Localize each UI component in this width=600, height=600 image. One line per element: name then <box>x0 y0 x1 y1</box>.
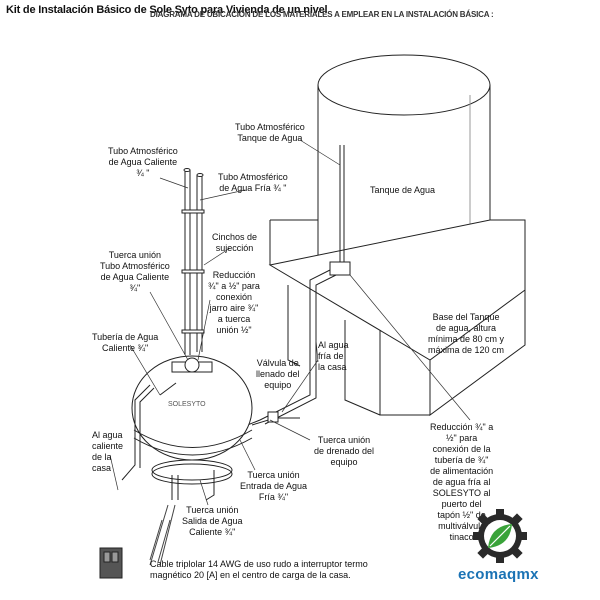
brand-name: ecomaqmx <box>458 566 539 583</box>
label-tanque: Tanque de Agua <box>370 185 436 195</box>
water-tank <box>317 54 491 273</box>
label-al-agua-caliente: Al agua caliente de la casa <box>92 430 124 473</box>
tank-base <box>268 219 526 416</box>
hot-water-pipe <box>121 384 155 481</box>
label-tuerca-tubo: Tuerca unión Tubo Atmosférico de Agua Ca… <box>100 250 170 293</box>
label-tubo-caliente: Tubo Atmosférico de Agua Caliente ¾ " <box>108 146 178 178</box>
label-tuberia-caliente: Tubería de Agua Caliente ¾" <box>92 332 159 353</box>
label-al-agua-fria: Al agua fría de la casa <box>318 340 349 372</box>
heater-tank <box>131 355 253 485</box>
label-tuerca-entrada: Tuerca unión Entrada de Agua Fría ¾" <box>240 470 308 502</box>
label-cable: Cable triplolar 14 AWG de uso rudo a int… <box>150 559 368 580</box>
label-reduccion-alimentacion: Reducción ¾" a ½" para conexión de la tu… <box>430 422 494 542</box>
heater-logo: SOLESYTO <box>168 401 206 408</box>
label-valvula: Válvula de llenado del equipo <box>256 358 300 390</box>
leader-lines <box>109 139 471 506</box>
label-tuerca-drenado: Tuerca unión de drenado del equipo <box>314 435 375 467</box>
cold-supply-pipe <box>244 269 331 427</box>
ecomaqmx-logo-icon <box>473 509 527 563</box>
page-title: Kit de Instalación Básico de Sole Syto p… <box>6 4 328 16</box>
label-cinchos: Cinchos de sujección <box>212 232 258 253</box>
label-tuerca-salida: Tuerca unión Salida de Agua Caliente ¾" <box>182 505 243 537</box>
breaker-box <box>99 547 123 579</box>
label-reduccion-jarro: Reducción ¾" a ½" para conexión jarro ai… <box>208 270 260 335</box>
tank-vent-pipe <box>339 145 345 262</box>
vent-pipes <box>181 168 205 355</box>
label-tubo-fria: Tubo Atmosférico de Agua Fría ¾ " <box>218 172 288 193</box>
label-tubo-tanque: Tubo Atmosférico Tanque de Agua <box>235 122 305 143</box>
diagram-subtitle: DIAGRAMA DE UBICACIÓN DE LOS MATERIALES … <box>150 10 494 19</box>
label-base: Base del Tanque de agua, altura mínima d… <box>428 312 505 355</box>
cable-conduit <box>149 504 176 566</box>
